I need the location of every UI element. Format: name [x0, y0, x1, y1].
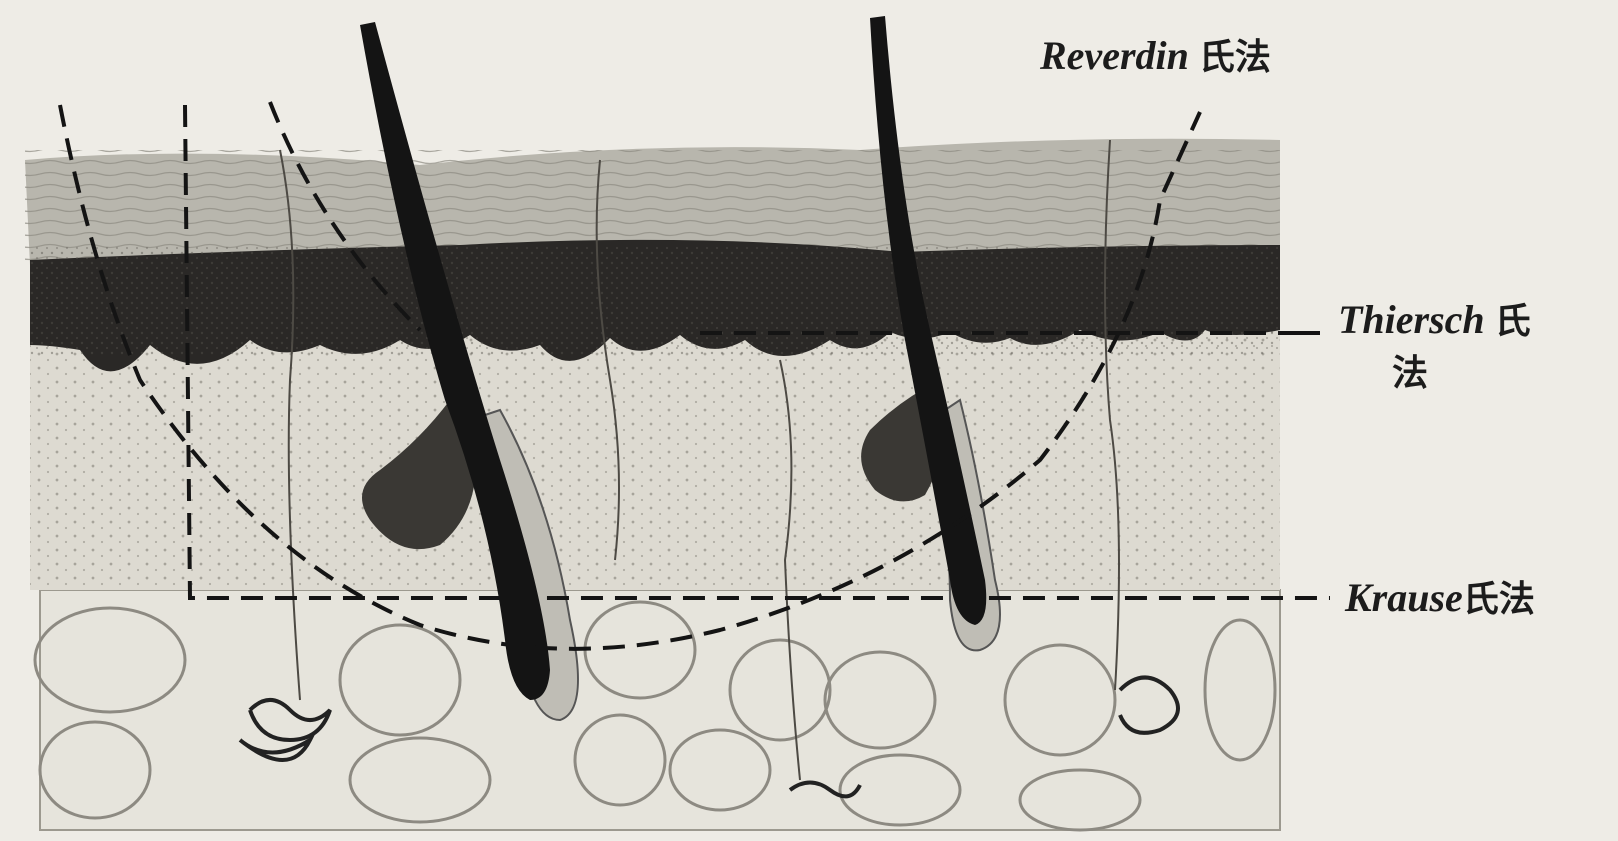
label-krause: Krause氏法 — [1345, 578, 1535, 618]
label-krause-latin: Krause — [1345, 575, 1463, 620]
label-reverdin: Reverdin 氏法 — [1040, 36, 1271, 76]
label-thiersch-latin: Thiersch — [1338, 297, 1485, 342]
label-reverdin-cjk: 氏法 — [1199, 37, 1271, 78]
label-thiersch-line2: 法 — [1392, 352, 1428, 392]
subcutis-layer — [40, 590, 1280, 830]
label-thiersch-cjk-2: 法 — [1392, 353, 1428, 394]
label-thiersch: Thiersch 氏 — [1338, 300, 1531, 340]
label-krause-cjk: 氏法 — [1463, 579, 1535, 620]
label-thiersch-cjk-1: 氏 — [1495, 301, 1531, 342]
label-reverdin-latin: Reverdin — [1040, 33, 1189, 78]
